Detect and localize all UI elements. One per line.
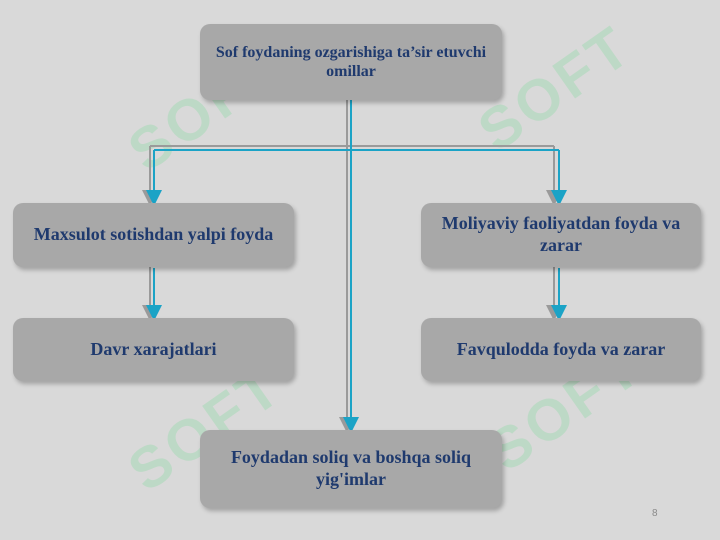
- root-node-label: Sof foydaning ozgarishiga ta’sir etuvchi…: [215, 43, 487, 80]
- left-bottom-node-label: Davr xarajatlari: [90, 338, 217, 359]
- right-top-node: Moliyaviy faoliyatdan foyda va zarar: [421, 203, 701, 267]
- bottom-node: Foydadan soliq va boshqa soliq yig'imlar: [200, 430, 502, 508]
- root-node: Sof foydaning ozgarishiga ta’sir etuvchi…: [200, 24, 502, 100]
- bottom-node-label: Foydadan soliq va boshqa soliq yig'imlar: [230, 447, 472, 489]
- left-bottom-node: Davr xarajatlari: [13, 318, 294, 381]
- left-top-node: Maxsulot sotishdan yalpi foyda: [13, 203, 294, 267]
- left-top-node-label: Maxsulot sotishdan yalpi foyda: [33, 224, 274, 245]
- page-number: 8: [652, 508, 658, 519]
- right-bottom-node: Favqulodda foyda va zarar: [421, 318, 701, 381]
- right-top-node-label: Moliyaviy faoliyatdan foyda va zarar: [441, 213, 681, 255]
- right-bottom-node-label: Favqulodda foyda va zarar: [456, 338, 666, 359]
